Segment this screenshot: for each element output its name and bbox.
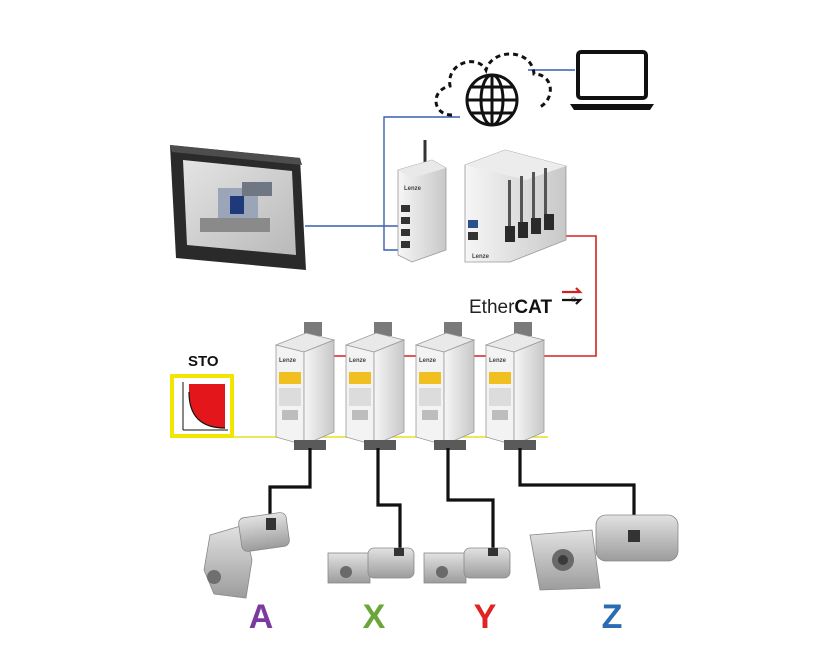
sto-label: STO: [188, 353, 219, 370]
axis-label-z: Z: [602, 598, 623, 636]
motor-cable-z: [518, 448, 636, 530]
inverter-drive-z: Lenze: [484, 322, 546, 450]
motor-cable-y: [446, 448, 495, 548]
inverter-brand-x: Lenze: [349, 358, 367, 364]
inverter-drive-a: Lenze: [274, 322, 336, 450]
inverter-brand-z: Lenze: [489, 358, 507, 364]
svg-text:EtherCAT: EtherCAT: [469, 297, 552, 318]
axis-label-x: X: [363, 598, 386, 636]
geared-motor-z: [529, 514, 679, 591]
laptop-icon: [570, 50, 654, 110]
geared-motor-x: [327, 547, 415, 584]
sto-safety-icon: [170, 374, 234, 438]
inverter-drives: Lenze Lenze Lenze Lenze: [274, 322, 546, 450]
geared-motor-a: [203, 512, 290, 599]
gateway-brand: Lenze: [404, 186, 422, 192]
ethercat-text-ether: Ether: [469, 297, 515, 318]
ethercat-text-cat: CAT: [514, 297, 552, 318]
controller-device: Lenze: [464, 149, 567, 263]
ethercat-logo: EtherCAT ®: [469, 287, 583, 318]
controller-brand: Lenze: [472, 254, 490, 260]
motor-cable-a: [268, 448, 312, 520]
axis-labels: A X Y Z: [249, 598, 623, 636]
cloud-globe-icon: [434, 52, 552, 127]
inverter-drive-x: Lenze: [344, 322, 406, 450]
axis-label-a: A: [249, 598, 274, 636]
gateway-device: Lenze: [397, 140, 447, 263]
geared-motor-y: [423, 547, 511, 584]
axis-label-y: Y: [474, 598, 497, 636]
inverter-drive-y: Lenze: [414, 322, 476, 450]
network-lines: [305, 69, 575, 251]
cloud-gateway-link: [383, 116, 460, 251]
motor-cable-x: [376, 448, 402, 548]
inverter-brand-y: Lenze: [419, 358, 437, 364]
inverter-brand-a: Lenze: [279, 358, 297, 364]
ethercat-arrow-icon: [562, 287, 583, 294]
ethercat-arrow-icon: [562, 298, 583, 305]
hmi-panel: [170, 145, 306, 270]
motor-cables: [268, 448, 636, 548]
